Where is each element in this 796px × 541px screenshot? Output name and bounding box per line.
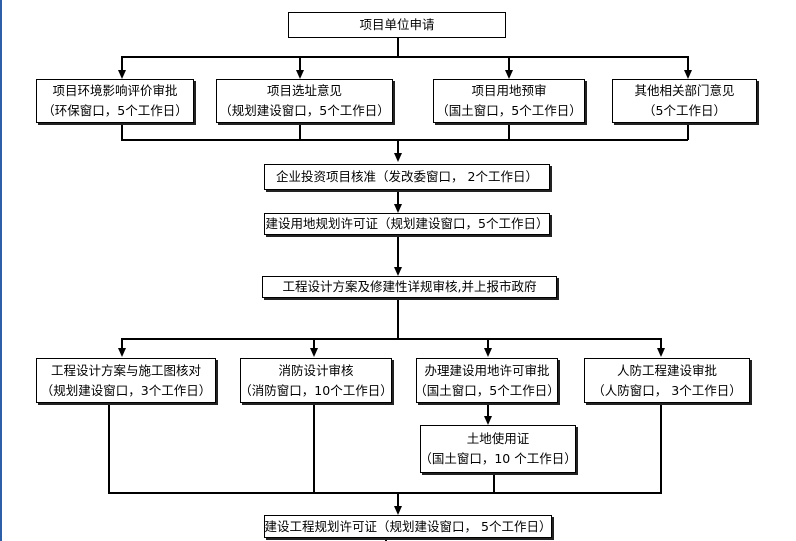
node-environment-approval: 项目环境影响评价审批 （环保窗口，5个工作日） xyxy=(36,79,194,123)
node-title: 消防设计审核 xyxy=(278,362,354,378)
connector xyxy=(108,403,110,493)
node-other-departments: 其他相关部门意见 （5个工作日） xyxy=(612,79,757,123)
connector xyxy=(313,403,315,493)
arrow-head xyxy=(118,348,126,357)
connector xyxy=(687,123,689,140)
node-construction-planning-permit: 建设工程规划许可证（规划建设窗口， 5个工作日） xyxy=(264,515,552,538)
node-title: 办理建设用地许可审批 xyxy=(424,362,550,378)
node-investment-approval: 企业投资项目核准（发改委窗口， 2个工作日） xyxy=(264,164,550,190)
node-label: 建设工程规划许可证（规划建设窗口， 5个工作日） xyxy=(264,518,552,534)
arrow-head xyxy=(394,506,402,515)
arrow-head xyxy=(484,416,492,425)
connector xyxy=(397,38,399,56)
node-subtitle: （规划建设窗口，5个工作日） xyxy=(219,103,390,118)
node-fire-design-review: 消防设计审核 （消防窗口，10个工作日） xyxy=(239,358,393,403)
connector xyxy=(397,492,399,506)
connector xyxy=(687,56,689,70)
connector xyxy=(121,123,123,140)
node-site-selection: 项目选址意见 （规划建设窗口，5个工作日） xyxy=(216,79,393,123)
window-left-border xyxy=(0,0,2,541)
connector xyxy=(508,56,510,70)
node-title: 其他相关部门意见 xyxy=(634,83,735,98)
connector xyxy=(108,492,662,494)
node-construction-drawing-check: 工程设计方案与施工图核对 （规划建设窗口，3个工作日） xyxy=(36,358,216,403)
arrow-head xyxy=(484,348,492,357)
node-title: 人防工程建设审批 xyxy=(616,362,717,378)
connector xyxy=(487,338,489,348)
arrow-head xyxy=(118,70,126,79)
connector xyxy=(397,235,399,267)
node-subtitle: （国土窗口，5个工作日） xyxy=(414,382,560,398)
connector xyxy=(660,338,662,348)
connector xyxy=(493,473,495,493)
arrow-head xyxy=(394,267,402,276)
connector xyxy=(121,338,661,340)
connector xyxy=(397,190,399,204)
node-subtitle: （规划建设窗口，3个工作日） xyxy=(40,382,212,398)
node-title: 项目选址意见 xyxy=(266,83,342,98)
connector xyxy=(121,56,688,58)
node-title: 土地使用证 xyxy=(466,431,530,446)
connector xyxy=(487,404,489,416)
node-label: 企业投资项目核准（发改委窗口， 2个工作日） xyxy=(276,169,538,184)
node-subtitle: （消防窗口，10个工作日） xyxy=(239,382,393,398)
arrow-head xyxy=(394,204,402,213)
node-title: 项目环境影响评价审批 xyxy=(52,83,178,98)
node-label: 建设用地规划许可证（规划建设窗口，5个工作日） xyxy=(265,216,549,231)
node-civil-defense-approval: 人防工程建设审批 （人防窗口， 3个工作日） xyxy=(584,358,750,403)
node-label: 工程设计方案及修建性详规审核,并上报市政府 xyxy=(282,279,537,294)
connector xyxy=(121,139,688,141)
arrow-head xyxy=(310,348,318,357)
node-title: 工程设计方案与施工图核对 xyxy=(50,362,201,378)
connector xyxy=(397,298,399,338)
connector xyxy=(660,403,662,493)
arrow-head xyxy=(684,70,692,79)
connector xyxy=(299,123,301,140)
node-subtitle: （人防窗口， 3个工作日） xyxy=(592,382,742,398)
connector xyxy=(385,538,387,541)
node-subtitle: （环保窗口，5个工作日） xyxy=(42,103,188,118)
connector xyxy=(313,338,315,348)
node-label: 项目单位申请 xyxy=(359,17,435,32)
node-land-planning-permit: 建设用地规划许可证（规划建设窗口，5个工作日） xyxy=(264,213,550,235)
connector xyxy=(121,56,123,70)
connector xyxy=(508,123,510,140)
node-land-use-approval: 办理建设用地许可审批 （国土窗口，5个工作日） xyxy=(414,358,560,403)
node-title: 项目用地预审 xyxy=(471,83,547,98)
arrow-head xyxy=(296,70,304,79)
arrow-head xyxy=(505,70,513,79)
node-subtitle: （国土窗口，5个工作日） xyxy=(436,103,582,118)
connector xyxy=(397,139,399,153)
connector xyxy=(121,338,123,348)
node-land-pre-review: 项目用地预审 （国土窗口，5个工作日） xyxy=(433,79,585,123)
node-design-review: 工程设计方案及修建性详规审核,并上报市政府 xyxy=(262,276,557,298)
node-subtitle: （国土窗口，10 个工作日） xyxy=(419,451,577,466)
node-land-use-certificate: 土地使用证 （国土窗口，10 个工作日） xyxy=(419,425,577,473)
arrow-head xyxy=(394,153,402,162)
node-project-application: 项目单位申请 xyxy=(288,12,506,38)
connector xyxy=(299,56,301,70)
arrow-head xyxy=(657,348,665,357)
node-subtitle: （5个工作日） xyxy=(643,103,726,118)
